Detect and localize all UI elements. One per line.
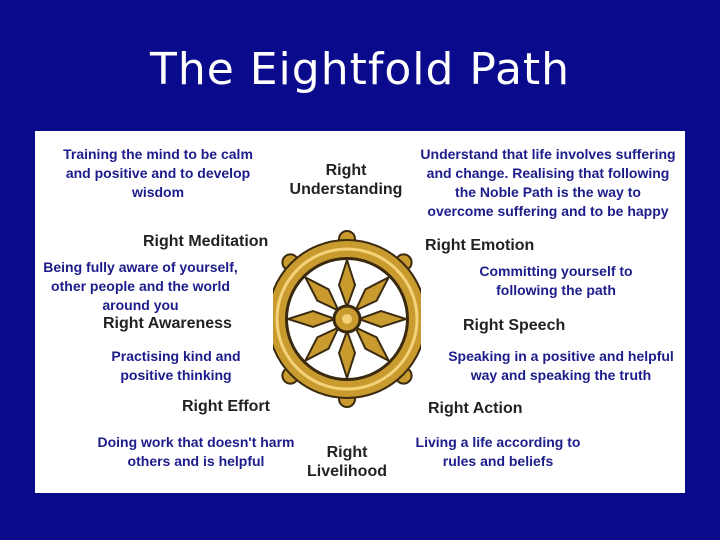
emotion-label: Right Emotion: [425, 237, 535, 254]
understanding-label: Right Understanding: [289, 162, 403, 198]
awareness-description: Being fully aware of yourself, other peo…: [43, 259, 238, 313]
action-label: Right Action: [428, 400, 523, 417]
awareness-label: Right Awareness: [103, 315, 232, 332]
meditation-label: Right Meditation: [143, 233, 269, 250]
wheel-spoke: [337, 256, 357, 310]
action-description: Living a life according to rules and bel…: [415, 434, 581, 469]
wheel-spoke: [353, 325, 392, 364]
understanding-description: Understand that life involves suffering …: [420, 146, 676, 219]
emotion-description: Committing yourself to following the pat…: [479, 263, 633, 298]
wheel-rim-highlight: [275, 247, 419, 391]
wheel-spoke: [353, 274, 392, 313]
wheel-hub-center: [342, 314, 352, 324]
dharma-wheel-icon: [273, 230, 421, 408]
speech-label: Right Speech: [463, 317, 566, 334]
wheel-spoke: [302, 325, 341, 364]
effort-description: Practising kind and positive thinking: [111, 348, 241, 383]
wheel-spoke: [356, 309, 410, 329]
wheel-spokes: [284, 256, 410, 382]
meditation-description: Training the mind to be calm and positiv…: [63, 146, 253, 200]
wheel-spoke: [337, 328, 357, 382]
wheel-spoke: [302, 274, 341, 313]
livelihood-description: Doing work that doesn't harm others and …: [97, 434, 295, 469]
diagram-panel: Training the mind to be calm and positiv…: [35, 131, 685, 493]
effort-label: Right Effort: [182, 398, 270, 415]
wheel-spoke: [284, 309, 338, 329]
livelihood-label: Right Livelihood: [307, 444, 387, 480]
speech-description: Speaking in a positive and helpful way a…: [448, 348, 674, 383]
slide-title: The Eightfold Path: [149, 44, 571, 95]
